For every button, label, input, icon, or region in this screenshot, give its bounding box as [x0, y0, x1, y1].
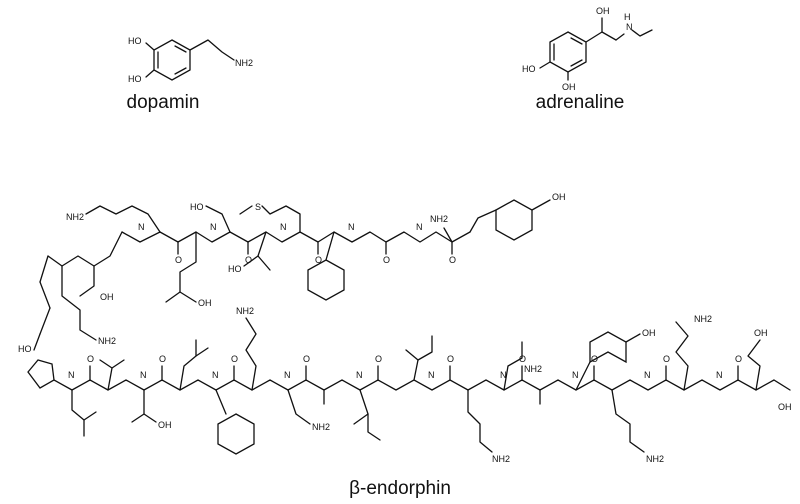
amide-n: N: [428, 370, 435, 380]
amide-n: N: [716, 370, 723, 380]
carbonyl-o: O: [383, 255, 390, 265]
upper-amide-n: N N N N N: [138, 222, 423, 232]
lower-lysine-amine-2: NH2: [492, 454, 510, 464]
lower-amide-n: N N N N N N N N N N: [68, 370, 723, 380]
amide-n: N: [280, 222, 287, 232]
carbonyl-o: O: [231, 354, 238, 364]
amide-n: N: [416, 222, 423, 232]
glutamate-c-term-hydroxyl: OH: [754, 328, 768, 338]
adrenaline-oh-side: OH: [596, 6, 610, 16]
lower-lysine-amine-4: NH2: [694, 314, 712, 324]
dopamine-caption: dopamin: [127, 92, 200, 113]
amide-n: N: [348, 222, 355, 232]
amide-n: N: [138, 222, 145, 232]
methionine-sulfur: S: [255, 202, 261, 212]
amide-n: N: [572, 370, 579, 380]
threonine-hydroxyl: HO: [228, 264, 242, 274]
serine-left-hydroxyl: OH: [100, 292, 114, 302]
amide-n: N: [212, 370, 219, 380]
dopamine-oh-top: HO: [128, 36, 142, 46]
amide-n: N: [68, 370, 75, 380]
lower-lysine-amine-1: NH2: [236, 306, 254, 316]
beta-endorphin-caption: β-endorphin: [349, 478, 451, 499]
serine-hydroxyl: HO: [190, 202, 204, 212]
n-terminus-amine: NH2: [430, 214, 448, 224]
carbonyl-o: O: [303, 354, 310, 364]
carbonyl-o: O: [175, 255, 182, 265]
adrenaline-caption: adrenaline: [536, 92, 625, 113]
carbonyl-o: O: [245, 255, 252, 265]
adrenaline-h: H: [624, 12, 631, 22]
amide-n: N: [284, 370, 291, 380]
beta-endorphin-structure: O O O O O N N N N N NH2 OH S HO: [18, 192, 792, 499]
carbonyl-o: O: [735, 354, 742, 364]
carbonyl-o: O: [519, 354, 526, 364]
threonine-left-hydroxyl: HO: [18, 344, 32, 354]
carbonyl-o: O: [449, 255, 456, 265]
dopamine-amine: NH2: [235, 58, 253, 68]
amide-n: N: [500, 370, 507, 380]
glutamine-amide: NH2: [98, 336, 116, 346]
lower-tyrosine-hydroxyl: OH: [642, 328, 656, 338]
amide-n: N: [356, 370, 363, 380]
asparagine-amide-1: NH2: [312, 422, 330, 432]
carbonyl-o: O: [159, 354, 166, 364]
dopamine-structure: HO HO NH2 dopamin: [127, 36, 253, 113]
carbonyl-o: O: [447, 354, 454, 364]
adrenaline-structure: OH N H HO OH adrenaline: [522, 6, 653, 113]
adrenaline-nitrogen: N: [626, 22, 633, 32]
lower-lysine-amine-3: NH2: [646, 454, 664, 464]
amide-n: N: [644, 370, 651, 380]
carbonyl-o: O: [315, 255, 322, 265]
carbonyl-o: O: [663, 354, 670, 364]
adrenaline-oh-ring-left: HO: [522, 64, 536, 74]
c-terminus-hydroxyl: OH: [778, 402, 792, 412]
lower-threonine-hydroxyl: OH: [158, 420, 172, 430]
asparagine-amide-2: NH2: [524, 364, 542, 374]
carbonyl-o: O: [375, 354, 382, 364]
tyrosine-hydroxyl: OH: [552, 192, 566, 202]
carbonyl-o: O: [87, 354, 94, 364]
amide-n: N: [140, 370, 147, 380]
adrenaline-oh-ring-bottom: OH: [562, 82, 576, 92]
dopamine-oh-bottom: HO: [128, 74, 142, 84]
glutamate-hydroxyl: OH: [198, 298, 212, 308]
lysine-amine-upper: NH2: [66, 212, 84, 222]
amide-n: N: [210, 222, 217, 232]
upper-carbonyls: O O O O O: [175, 241, 456, 265]
